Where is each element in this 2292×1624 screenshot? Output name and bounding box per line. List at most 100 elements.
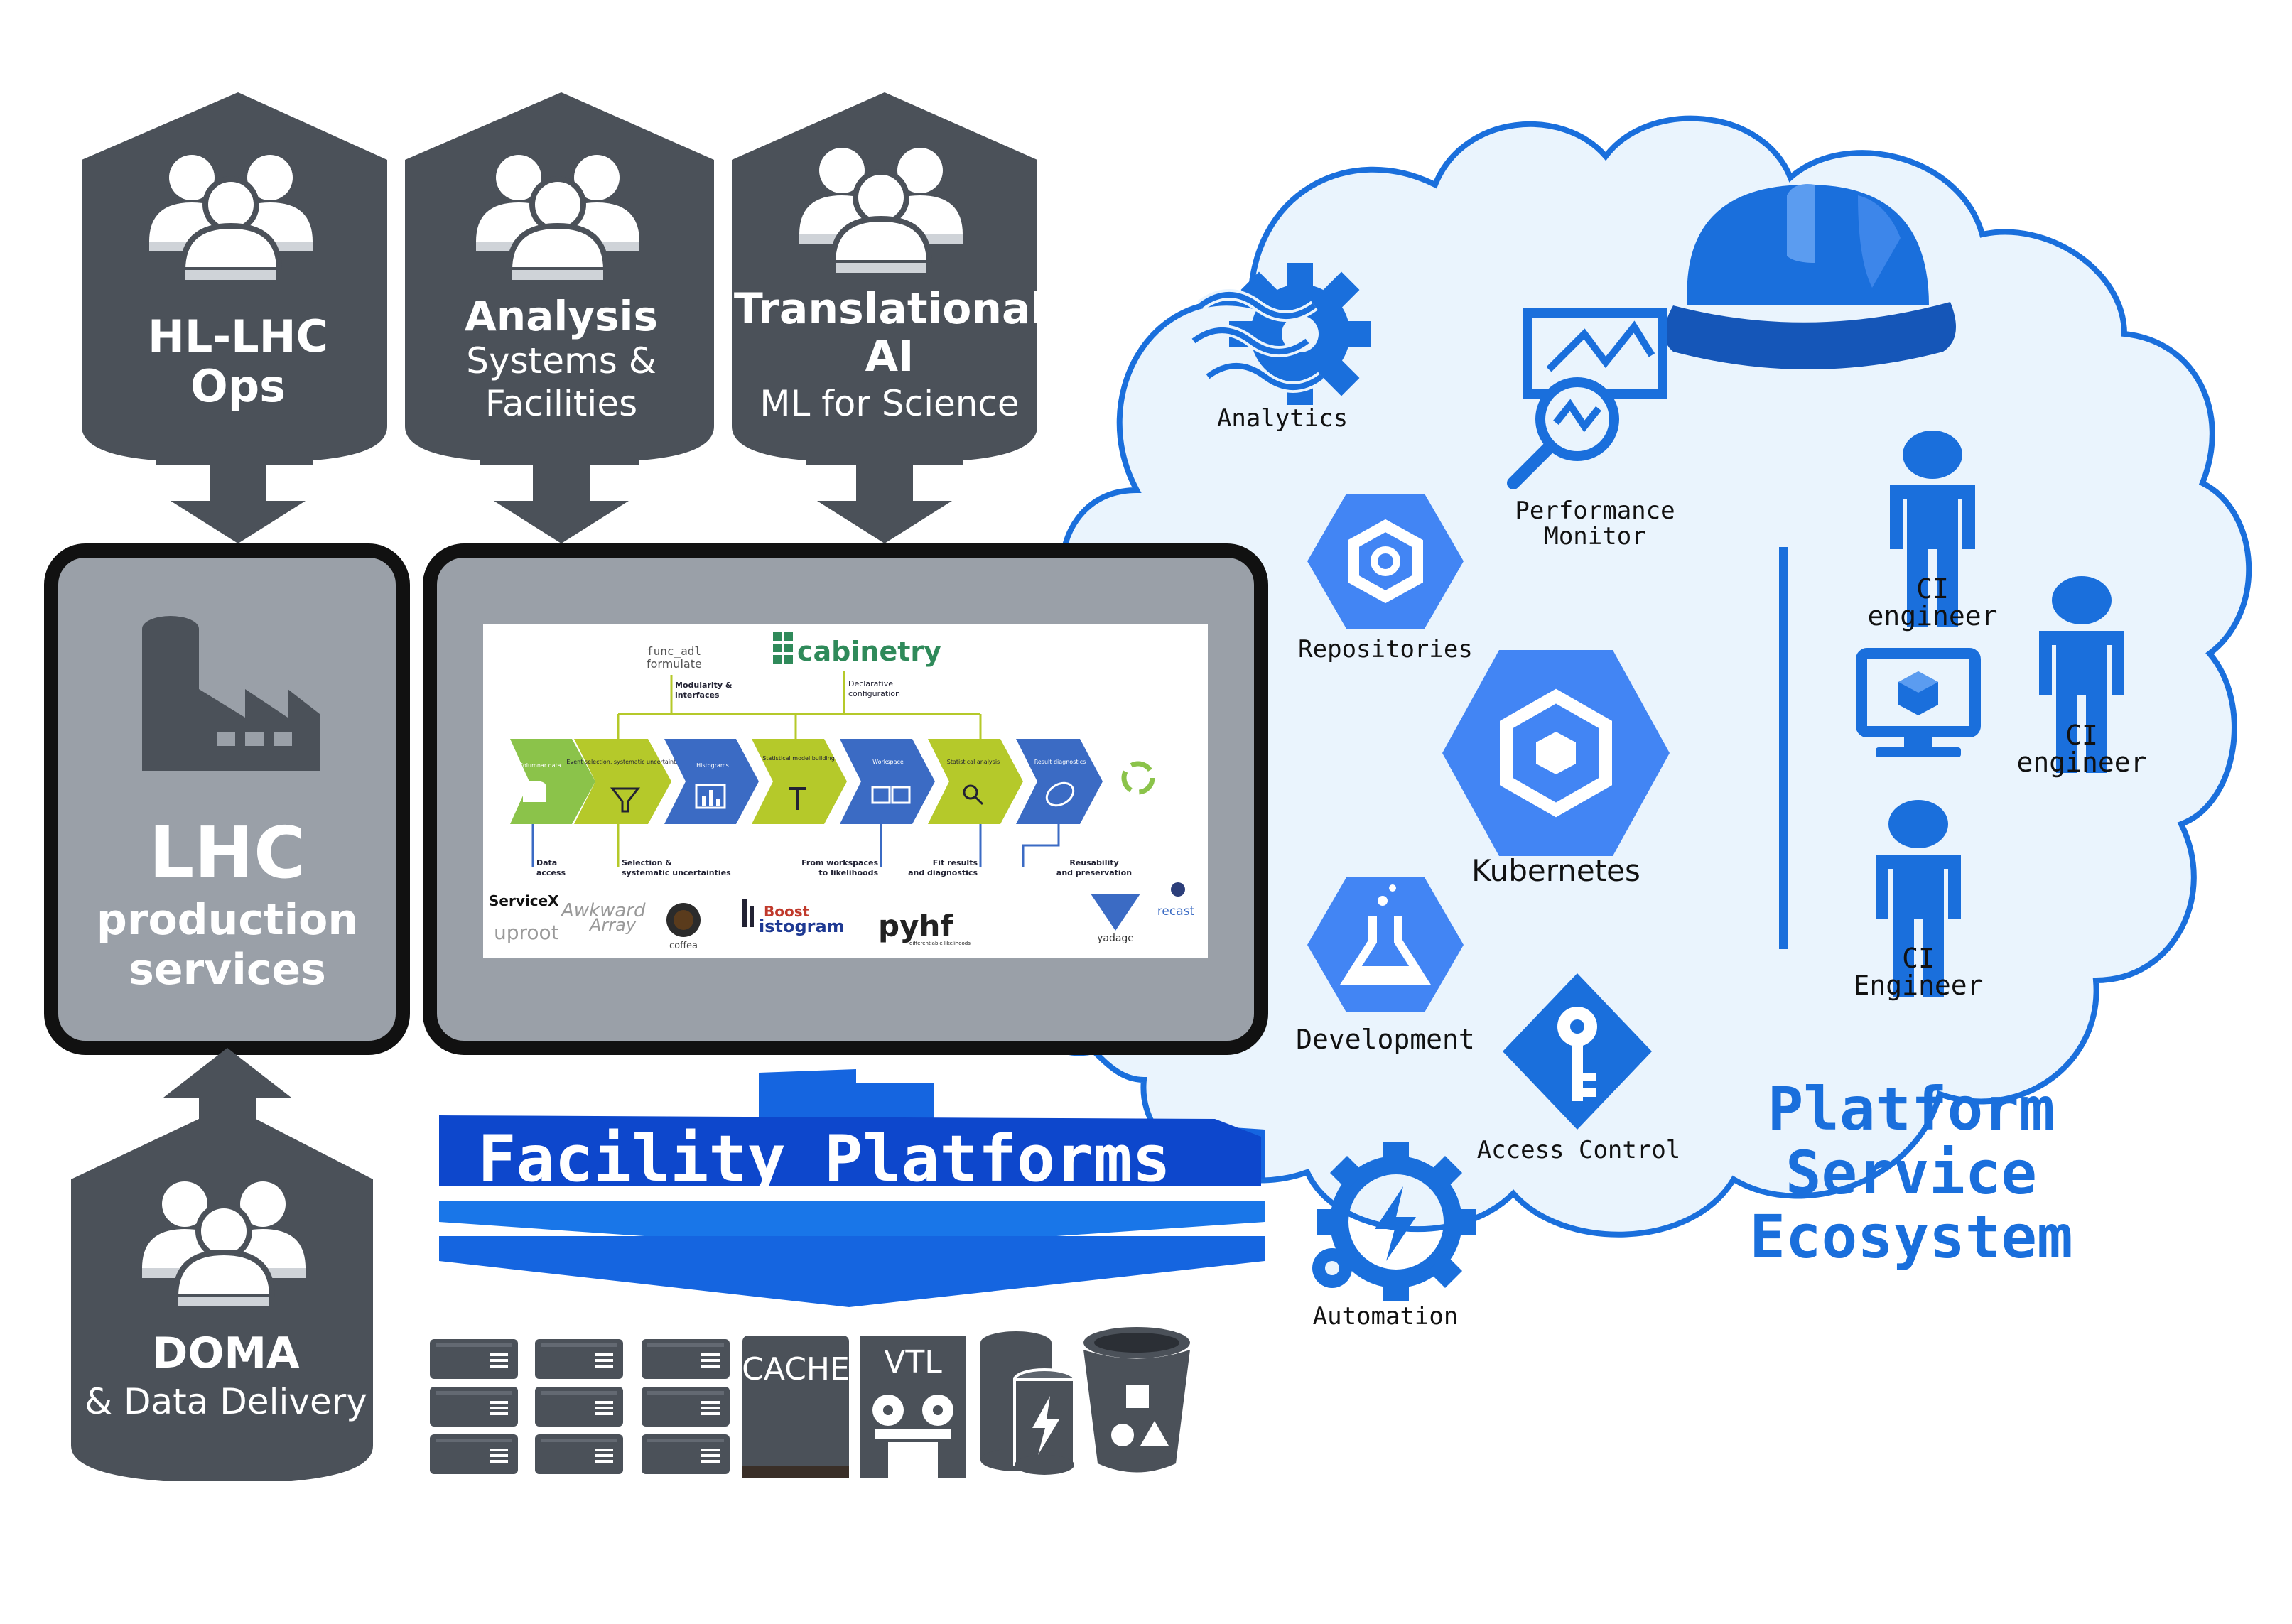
pyhf-logo-text: pyhf	[878, 909, 953, 943]
cabinetry-logo-text: cabinetry	[797, 636, 941, 667]
bottom-label-1b: access	[536, 868, 566, 877]
role-analysis-systems: Analysis Systems & Facilities	[405, 92, 714, 543]
awkward-logo: Awkward	[560, 900, 646, 921]
ci-engineer-3-line2: Engineer	[1853, 970, 1983, 1001]
ecosystem-title-line1: Platform	[1768, 1074, 2055, 1144]
doma-line1: DOMA	[153, 1328, 301, 1378]
repositories-label: Repositories	[1298, 635, 1473, 664]
vtl-label: VTL	[884, 1344, 942, 1380]
ci-engineer-1-line2: engineer	[1867, 600, 1997, 632]
translational-line3: ML for Science	[760, 383, 1019, 424]
analysis-line3: Facilities	[485, 383, 637, 424]
cache-icon: CACHE	[742, 1336, 850, 1478]
formulate-label: formulate	[647, 657, 702, 671]
recycle-icon	[1121, 761, 1155, 795]
role-doma: DOMA & Data Delivery	[71, 1048, 373, 1481]
ecosystem-divider	[1779, 547, 1788, 949]
yadage-logo: yadage	[1091, 894, 1140, 944]
step-columnar-data: Columnar data	[510, 739, 595, 824]
step-3-label: Histograms	[696, 762, 729, 769]
connector-lines	[617, 671, 982, 867]
step-event-selection: Event selection, systematic uncertaintie…	[566, 739, 684, 824]
top-label-2b: configuration	[848, 689, 900, 698]
step-5-label: Workspace	[872, 759, 904, 765]
development-label: Development	[1296, 1024, 1475, 1055]
pyhf-logo: pyhf differentiable likelihoods	[878, 909, 971, 946]
factory-icon	[142, 616, 320, 771]
access-control-label: Access Control	[1477, 1136, 1681, 1164]
top-label-1: Modularity &	[675, 681, 733, 690]
facility-platforms: Facility Platforms	[439, 1069, 1265, 1307]
translational-line2: AI	[865, 332, 914, 381]
repositories-icon	[1307, 494, 1464, 629]
bottom-label-2b: systematic uncertainties	[622, 868, 731, 877]
ci-engineer-3-line1: CI	[1902, 943, 1935, 974]
ci-engineer-1: CI engineer	[1867, 431, 1998, 632]
lhc-title: LHC	[149, 811, 306, 894]
cabinetry-logo: cabinetry	[773, 632, 941, 667]
step-result-diagnostics: Result diagnostics	[1016, 739, 1103, 824]
cache-label: CACHE	[742, 1351, 850, 1387]
ci-engineer-1-line1: CI	[1916, 573, 1949, 605]
bottom-label-5a: Reusability	[1069, 858, 1118, 867]
top-label-2: Declarative	[848, 679, 893, 688]
top-label-1b: interfaces	[675, 691, 720, 700]
step-7-label: Result diagnostics	[1034, 759, 1086, 765]
kubernetes-label: Kubernetes	[1471, 853, 1640, 888]
pyhf-subtitle: differentiable likelihoods	[909, 941, 971, 946]
facility-platforms-label: Facility Platforms	[477, 1122, 1170, 1196]
step-statistical-model: Statistical model building	[752, 739, 847, 824]
analytics-label: Analytics	[1217, 404, 1348, 433]
uproot-logo: uproot	[494, 921, 559, 944]
boost-histogram-logo: Boost istogram	[742, 899, 845, 936]
lhc-production-panel: LHC production services	[44, 543, 410, 1055]
server-rack-2	[535, 1339, 623, 1474]
desktop-monitor-icon	[1856, 648, 1981, 757]
bottom-label-4b: and diagnostics	[908, 868, 978, 877]
performance-monitor-icon	[1507, 308, 1667, 489]
lhc-line3: services	[129, 945, 326, 995]
development-icon	[1307, 877, 1464, 1012]
step-workspace: Workspace	[840, 739, 935, 824]
coffea-icon: coffea	[666, 903, 701, 951]
bucket-icon	[1083, 1327, 1190, 1473]
role-hl-lhc-ops: HL-LHC Ops	[82, 92, 387, 543]
kubernetes-icon	[1442, 650, 1670, 856]
boost-logo-text: Boost	[764, 903, 810, 920]
performance-label-line2: Monitor	[1544, 522, 1645, 551]
ecosystem-title-line2: Service	[1785, 1138, 2037, 1208]
ci-engineer-2-line2: engineer	[2016, 747, 2146, 778]
ci-engineer-3: CI Engineer	[1853, 800, 1984, 1001]
step-2-label: Event selection, systematic uncertaintie…	[566, 759, 683, 765]
servicex-logo: ServiceX	[489, 892, 559, 909]
analysis-workflow-panel: cabinetry func_adl formulate Modularity …	[423, 543, 1268, 1055]
step-1-label: Columnar data	[519, 762, 561, 769]
analysis-line2: Systems &	[466, 340, 656, 381]
analysis-line1: Analysis	[465, 292, 658, 340]
automation-icon	[1312, 1142, 1476, 1301]
role-translational-ai: Translational AI ML for Science	[732, 92, 1045, 543]
bottom-label-2a: Selection &	[622, 858, 672, 867]
ci-engineer-2: CI engineer	[2016, 576, 2147, 778]
step-statistical-analysis: Statistical analysis	[928, 739, 1023, 824]
coffea-logo: coffea	[669, 941, 698, 951]
access-control-icon	[1503, 973, 1652, 1130]
ci-engineer-2-line1: CI	[2065, 720, 2098, 751]
bottom-label-4a: Fit results	[933, 858, 978, 867]
translational-line1: Translational	[734, 284, 1045, 334]
bottom-label-3b: to likelihoods	[818, 868, 878, 877]
step-6-label: Statistical analysis	[947, 759, 1000, 765]
ecosystem-title-line3: Ecosystem	[1749, 1202, 2072, 1272]
analytics-icon	[1190, 263, 1371, 405]
bottom-label-3a: From workspaces	[801, 858, 878, 867]
bottom-label-1a: Data	[536, 858, 557, 867]
recast-logo-text: recast	[1157, 904, 1195, 919]
connector-lines-blue	[531, 824, 1060, 867]
func-adl-label: func_adl	[647, 644, 701, 658]
server-rack-1	[430, 1339, 518, 1474]
yadage-logo-text: yadage	[1097, 933, 1134, 944]
histogram-logo-text: istogram	[759, 916, 845, 936]
recast-logo: recast	[1157, 882, 1195, 919]
workflow-chevrons: Columnar data Event selection, systemati…	[510, 739, 1155, 824]
